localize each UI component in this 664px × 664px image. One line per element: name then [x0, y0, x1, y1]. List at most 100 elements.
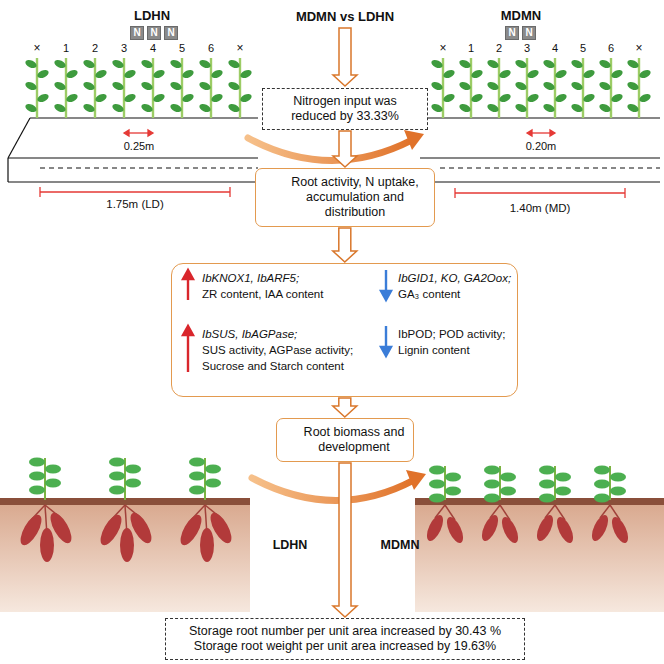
leaf	[486, 80, 500, 91]
leaf	[610, 68, 624, 79]
leaf	[610, 92, 624, 103]
leaf	[53, 80, 67, 91]
text-label: ×	[635, 41, 642, 55]
result-box: Nitrogen input was reduced by 33.33%	[262, 88, 428, 130]
node-text: N	[165, 27, 177, 39]
leaf	[486, 58, 500, 69]
text-label: 1	[468, 42, 474, 54]
leaf	[140, 58, 154, 69]
text-label: LDHN	[134, 8, 170, 23]
plant-stem	[124, 458, 126, 500]
text-label: 4	[150, 42, 156, 54]
node-text: N	[523, 27, 535, 39]
storage-root	[120, 528, 134, 562]
swoosh-head	[406, 470, 426, 490]
text-label: ×	[439, 41, 446, 55]
leaf	[82, 102, 96, 113]
storage-root	[444, 515, 467, 545]
leaf	[94, 92, 108, 103]
leaf	[189, 458, 205, 467]
storage-root	[479, 513, 502, 543]
node-text: Root biomass and development	[303, 425, 405, 455]
leaf	[445, 473, 461, 482]
leaf	[189, 486, 205, 495]
storage-root	[46, 510, 75, 546]
leaf	[152, 68, 166, 79]
leaf	[429, 480, 445, 489]
text-label: 3	[524, 42, 530, 54]
leaf	[638, 92, 652, 103]
text-label: MDMN	[381, 538, 420, 552]
nitrogen-unit: N	[522, 26, 536, 40]
leaf	[36, 92, 50, 103]
text-label: 6	[608, 42, 614, 54]
leaf	[626, 58, 640, 69]
leaf	[610, 473, 626, 482]
leaf	[82, 80, 96, 91]
leaf	[430, 102, 444, 113]
leaf	[430, 58, 444, 69]
leaf	[123, 68, 137, 79]
leaf	[152, 92, 166, 103]
leaf	[53, 102, 67, 113]
leaf	[109, 458, 125, 467]
leaf	[198, 58, 212, 69]
leaf	[594, 466, 610, 475]
leaf	[542, 80, 556, 91]
storage-root	[589, 513, 612, 543]
leaf	[125, 479, 141, 488]
storage-root	[200, 528, 214, 562]
leaf	[555, 473, 571, 482]
leaf	[429, 466, 445, 475]
ridge-outline	[8, 118, 258, 182]
text-label: 4	[552, 42, 558, 54]
leaf	[123, 92, 137, 103]
leaf	[526, 92, 540, 103]
leaf	[514, 58, 528, 69]
result-box: Storage root number per unit area increa…	[165, 618, 525, 660]
leaf	[65, 68, 79, 79]
storage-root	[206, 510, 235, 546]
leaf	[45, 479, 61, 488]
node-text: IbPOD; POD activity;	[398, 327, 505, 342]
flow-arrow	[333, 463, 357, 617]
node-text: IbKNOX1, IbARF5;	[202, 271, 299, 286]
leaf	[29, 458, 45, 467]
leaf	[140, 102, 154, 113]
leaf	[570, 58, 584, 69]
text-label: 1.40m (MD)	[510, 202, 571, 214]
leaf	[594, 494, 610, 503]
leaf	[542, 102, 556, 113]
leaf	[45, 465, 61, 474]
leaf	[198, 102, 212, 113]
leaf	[169, 102, 183, 113]
text-label: 5	[580, 42, 586, 54]
nitrogen-unit: N	[164, 26, 178, 40]
leaf	[210, 92, 224, 103]
soil-section	[0, 498, 664, 612]
leaf	[484, 466, 500, 475]
leaf	[442, 92, 456, 103]
flow-arrow	[333, 131, 357, 167]
storage-root	[554, 515, 577, 545]
text-label: 5	[179, 42, 185, 54]
leaf	[594, 480, 610, 489]
leaf	[500, 487, 516, 496]
plant-stem	[204, 458, 206, 500]
leaf	[227, 80, 241, 91]
leaf	[53, 58, 67, 69]
node-text: N	[131, 27, 143, 39]
node-text: Sucrose and Starch content	[202, 359, 344, 374]
leaf	[554, 68, 568, 79]
leaf	[500, 473, 516, 482]
leaf	[82, 58, 96, 69]
leaf	[198, 80, 212, 91]
leaf	[539, 480, 555, 489]
leaf	[539, 466, 555, 475]
leaf	[24, 58, 38, 69]
text-label: 2	[92, 42, 98, 54]
leaf	[514, 80, 528, 91]
node-text: Storage root weight per unit area increa…	[172, 639, 518, 654]
leaf	[227, 58, 241, 69]
swoosh-arrow	[248, 138, 412, 161]
